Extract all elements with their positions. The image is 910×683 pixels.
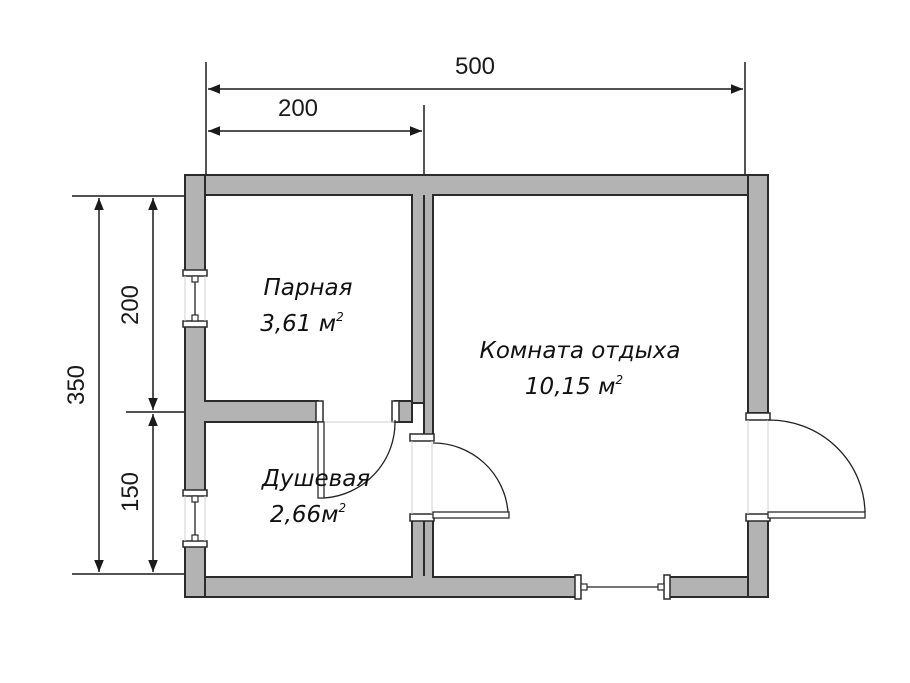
- shower-to-lounge-door: [409, 433, 510, 522]
- dimension-label-150: 150: [117, 472, 144, 512]
- dimension-top-total: 500: [205, 53, 746, 185]
- room-area-shower: 2,66м2: [270, 501, 346, 528]
- dimension-top-partial: 200: [208, 95, 425, 185]
- dimension-label-350: 350: [63, 365, 90, 405]
- dimension-label-500: 500: [455, 53, 495, 80]
- lounge-exterior-door: [745, 412, 866, 522]
- shower-window: [182, 489, 208, 548]
- dimension-left-total: 350: [63, 195, 193, 575]
- dimension-label-200-top: 200: [278, 95, 318, 122]
- room-lounge: Комната отдыха 10,15 м2: [480, 338, 681, 400]
- room-area-lounge: 10,15 м2: [525, 373, 623, 400]
- steam-room-window: [182, 269, 208, 328]
- steam-room-to-shower-door: [315, 400, 400, 499]
- dimension-label-200-left: 200: [117, 285, 144, 325]
- room-name-shower: Душевая: [261, 466, 370, 492]
- room-name-steam-room: Парная: [264, 275, 353, 301]
- room-shower: Душевая 2,66м2: [261, 466, 370, 528]
- walls: [184, 174, 769, 598]
- room-name-lounge: Комната отдыха: [480, 338, 681, 364]
- room-area-steam-room: 3,61 м2: [260, 310, 344, 337]
- dimension-left-partial: 200 150: [117, 198, 193, 572]
- lounge-bottom-window: [574, 574, 671, 600]
- room-steam-room: Парная 3,61 м2: [260, 275, 352, 337]
